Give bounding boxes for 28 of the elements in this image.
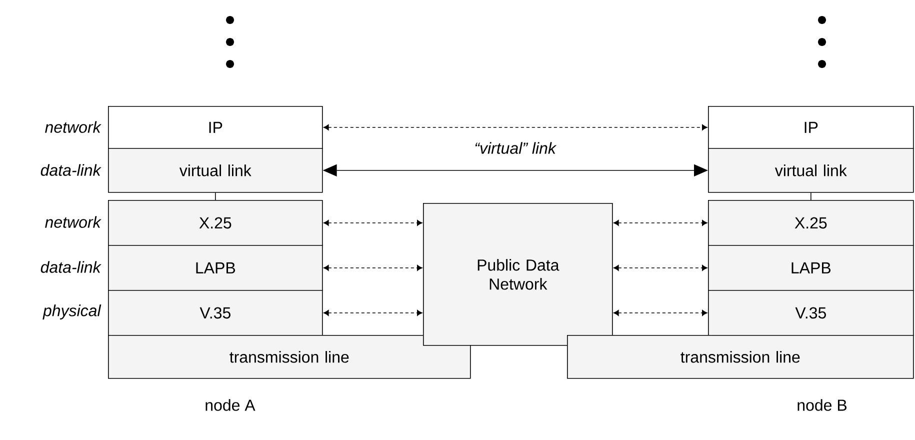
- connector-line: [215, 192, 216, 200]
- layer-box: IP: [108, 106, 323, 149]
- dashed-arrow: [614, 310, 708, 316]
- layer-label: network: [45, 121, 102, 133]
- layer-box: virtual link: [108, 148, 323, 193]
- layer-box: virtual link: [708, 148, 914, 193]
- layer-box: LAPB: [108, 245, 323, 291]
- layer-label: physical: [42, 304, 102, 320]
- node-label: node B: [798, 399, 846, 411]
- connector-line: [810, 192, 812, 200]
- layer-box: V.35: [708, 290, 914, 336]
- dashed-arrow: [324, 310, 422, 316]
- layer-box: LAPB: [708, 245, 914, 291]
- layer-box: X.25: [108, 200, 323, 246]
- network-box: Public Data Network: [423, 203, 613, 346]
- dashed-arrow: [324, 220, 422, 226]
- edge-label: “virtual” link: [475, 142, 557, 154]
- dashed-arrow: [324, 124, 708, 130]
- dashed-arrow: [324, 264, 422, 271]
- layer-box: IP: [708, 106, 914, 149]
- node-label: node A: [206, 399, 256, 411]
- layer-label: network: [45, 216, 102, 228]
- layer-label: data-link: [40, 164, 102, 176]
- layer-box: X.25: [708, 200, 914, 246]
- layer-box: V.35: [108, 290, 323, 336]
- dashed-arrow: [614, 264, 708, 271]
- dashed-arrow: [614, 220, 708, 226]
- layer-label: data-link: [40, 261, 102, 273]
